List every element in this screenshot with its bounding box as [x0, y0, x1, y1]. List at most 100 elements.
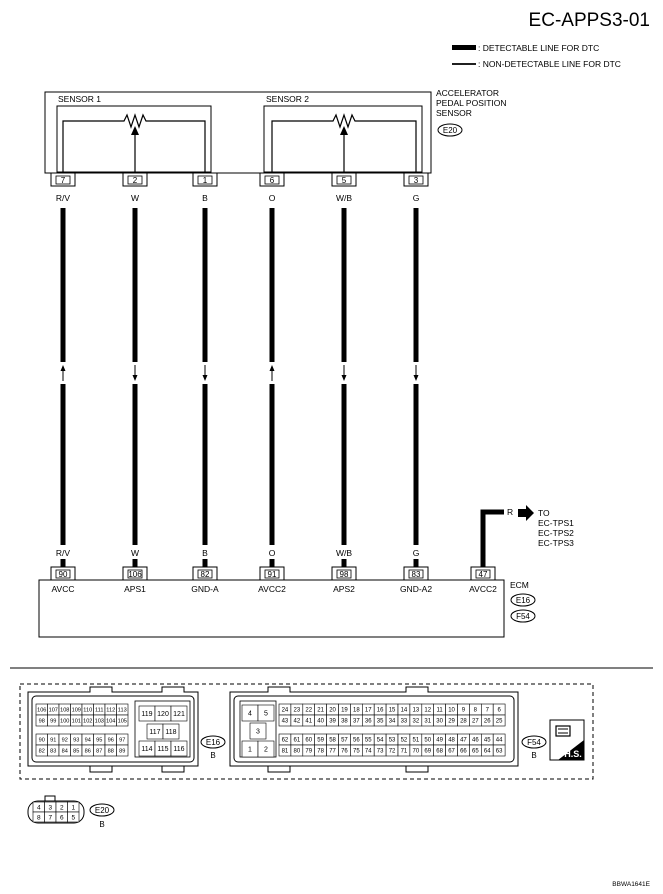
arrow-up-icon — [60, 365, 66, 381]
terminal-number: 78 — [317, 749, 324, 755]
terminal-cell: 13 — [409, 703, 423, 716]
f54-connector-badge[interactable]: F54 — [521, 735, 547, 749]
terminal-number: 48 — [448, 738, 455, 744]
terminal-number: 110 — [83, 707, 92, 713]
ecm-pin-98-text: 98 — [340, 570, 349, 579]
terminal-cell: 24 — [278, 703, 292, 716]
terminal-cell: 113 — [116, 703, 129, 716]
terminal-cell: 54 — [373, 733, 387, 746]
terminal-number: 25 — [496, 719, 503, 725]
terminal-number: 31 — [424, 719, 431, 725]
terminal-cell: 74 — [361, 744, 375, 757]
sensor-pin-3[interactable]: 3 — [403, 172, 429, 187]
terminal-number: 108 — [60, 707, 69, 713]
ecm-name: ECM — [510, 580, 529, 590]
connector-icon — [555, 725, 571, 737]
e20-connector-badge[interactable]: E20 — [89, 803, 115, 817]
terminal-number: 50 — [424, 738, 431, 744]
sensor2-potentiometer — [263, 105, 423, 173]
terminal-cell: 72 — [385, 744, 399, 757]
e16-connector-badge[interactable]: E16 — [200, 735, 226, 749]
terminal-cell: 105 — [116, 714, 129, 727]
terminal-number: 57 — [341, 738, 348, 744]
terminal-number: 24 — [282, 708, 289, 714]
terminal-cell: 115 — [154, 740, 172, 757]
wire-color-top: B — [202, 193, 208, 203]
terminal-cell: 1 — [241, 740, 259, 758]
ecm-label-aps2: APS2 — [333, 584, 355, 594]
terminal-number: 115 — [157, 746, 168, 753]
to-line-1: TO — [538, 508, 550, 518]
sensor-pin-7-text: 7 — [61, 176, 66, 185]
terminal-cell: 3 — [44, 801, 57, 813]
terminal-cell: 111 — [93, 703, 106, 716]
terminal-cell: 4 — [32, 801, 45, 813]
e16-badge-text: E16 — [206, 738, 221, 747]
ecm-pin-91[interactable]: 91 — [259, 566, 285, 581]
terminal-cell: 12 — [421, 703, 434, 716]
terminal-cell: 70 — [409, 744, 423, 757]
ecm-label-gnd-a2: GND-A2 — [400, 584, 432, 594]
terminal-number: 33 — [401, 719, 408, 725]
terminal-number: 103 — [95, 718, 104, 724]
terminal-number: 43 — [282, 719, 289, 725]
to-line-3: EC-TPS2 — [538, 528, 574, 538]
terminal-cell: 103 — [93, 714, 106, 727]
sensor-pin-2[interactable]: 2 — [122, 172, 148, 187]
ecm-pin-91-text: 91 — [268, 570, 277, 579]
ecm-pin-83-text: 83 — [412, 570, 421, 579]
ecm-pin-90[interactable]: 90 — [50, 566, 76, 581]
terminal-cell: 119 — [138, 705, 156, 722]
terminal-number: 77 — [329, 749, 336, 755]
terminal-number: 6 — [497, 708, 501, 714]
ecm-pin-47[interactable]: 47 — [470, 566, 496, 581]
sensor-pin-6[interactable]: 6 — [259, 172, 285, 187]
ecm-pin-106[interactable]: 106 — [122, 566, 148, 581]
terminal-number: 66 — [460, 749, 467, 755]
terminal-number: 67 — [448, 749, 455, 755]
terminal-number: 119 — [141, 711, 152, 718]
terminal-number: 109 — [72, 707, 81, 713]
sensor-pin-6-text: 6 — [270, 176, 275, 185]
terminal-number: 15 — [389, 708, 396, 714]
ecm-connector-badge-2[interactable]: F54 — [510, 609, 536, 623]
terminal-cell: 98 — [35, 714, 48, 727]
sensor-pin-1[interactable]: 1 — [192, 172, 218, 187]
hs-badge-text: H.S. — [564, 749, 582, 759]
sensor-pin-5[interactable]: 5 — [331, 172, 357, 187]
terminal-cell: 30 — [433, 714, 446, 727]
ecm-pin-83[interactable]: 83 — [403, 566, 429, 581]
ecm-label-gnd-a: GND-A — [191, 584, 219, 594]
terminal-number: 102 — [83, 718, 92, 724]
arrow-up-icon — [269, 365, 275, 381]
sensor-pin-7[interactable]: 7 — [50, 172, 76, 187]
terminal-number: 8 — [474, 708, 478, 714]
terminal-cell: 2 — [257, 740, 275, 758]
terminal-number: 26 — [484, 719, 491, 725]
terminal-cell: 101 — [70, 714, 83, 727]
ecm-pin-98[interactable]: 98 — [331, 566, 357, 581]
terminal-number: 45 — [484, 738, 491, 744]
terminal-cell: 93 — [70, 733, 83, 746]
terminal-number: 30 — [436, 719, 443, 725]
terminal-cell: 49 — [433, 733, 446, 746]
terminal-cell: 43 — [278, 714, 292, 727]
terminal-number: 53 — [389, 738, 396, 744]
terminal-cell: 75 — [350, 744, 363, 757]
terminal-cell: 4 — [241, 704, 259, 722]
wire-color-bottom: B — [202, 548, 208, 558]
terminal-number: 98 — [39, 718, 45, 724]
terminal-cell: 104 — [104, 714, 117, 727]
terminal-cell: 22 — [302, 703, 315, 716]
terminal-number: 55 — [365, 738, 372, 744]
terminal-number: 88 — [108, 748, 114, 754]
sensor-connector-badge[interactable]: E20 — [437, 123, 463, 137]
sensor-name-line-1: ACCELERATOR — [436, 88, 499, 98]
arrow-down-icon — [413, 365, 419, 381]
ecm-connector-badge-1[interactable]: E16 — [510, 593, 536, 607]
terminal-number: 52 — [401, 738, 408, 744]
terminal-cell: 14 — [397, 703, 411, 716]
terminal-cell: 109 — [70, 703, 83, 716]
ecm-pin-82[interactable]: 82 — [192, 566, 218, 581]
terminal-cell: 87 — [93, 744, 106, 757]
